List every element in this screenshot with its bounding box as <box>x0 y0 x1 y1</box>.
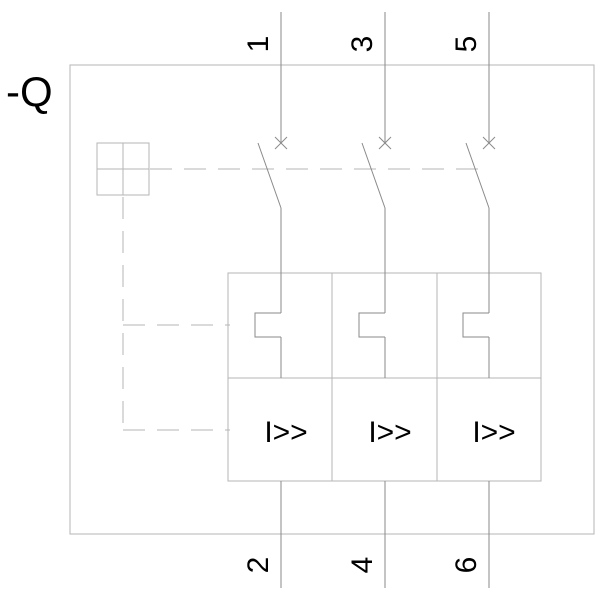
terminal-4: 4 <box>346 557 379 574</box>
thermal-overload-2 <box>358 312 385 338</box>
trip-element-2: I>> <box>368 416 411 449</box>
switch-contact-1 <box>257 142 282 209</box>
trip-element-1: I>> <box>264 416 307 449</box>
terminal-1: 1 <box>242 36 275 53</box>
terminal-3: 3 <box>346 36 379 53</box>
pole-1: 1 I>> 2 <box>242 12 308 588</box>
trip-element-3: I>> <box>472 416 515 449</box>
device-enclosure <box>69 64 595 535</box>
thermal-overload-3 <box>462 312 489 338</box>
switch-contact-3 <box>465 142 490 209</box>
switch-contact-2 <box>361 142 386 209</box>
terminal-2: 2 <box>242 557 275 574</box>
device-designation: -Q <box>6 68 53 115</box>
pole-2: 3 I>> 4 <box>346 12 412 588</box>
thermal-overload-1 <box>254 312 281 338</box>
mechanical-linkage <box>122 168 490 431</box>
terminal-5: 5 <box>450 36 483 53</box>
pole-3: 5 I>> 6 <box>450 12 516 588</box>
terminal-6: 6 <box>450 557 483 574</box>
manual-operator-symbol <box>96 142 150 196</box>
